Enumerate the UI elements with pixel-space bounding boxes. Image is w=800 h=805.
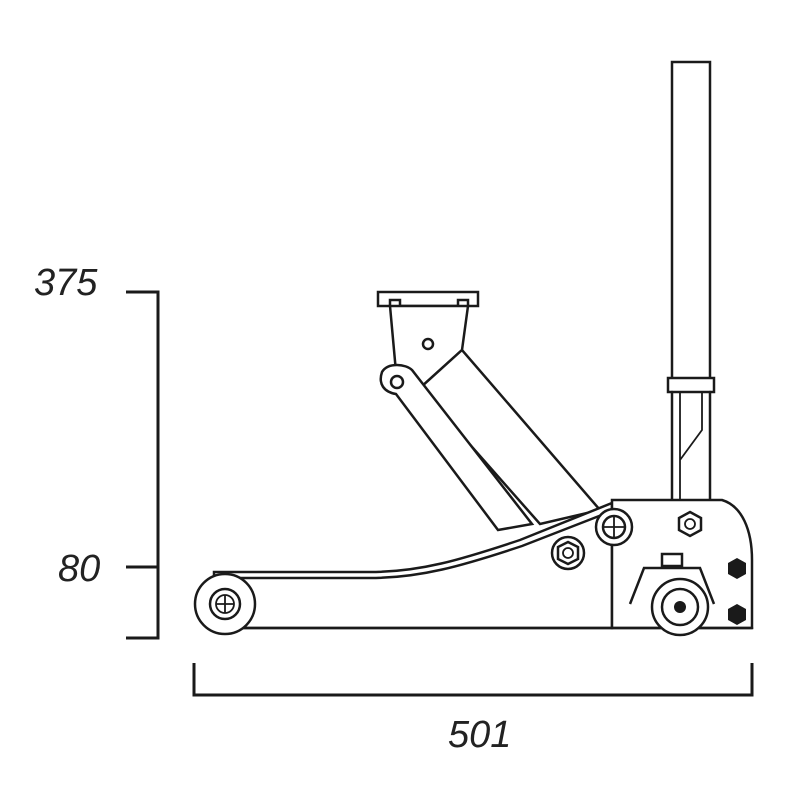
handle-tube (670, 60, 712, 386)
height-bracket-line (126, 290, 160, 640)
chassis-side-plate (212, 501, 614, 630)
min-height-label: 80 (58, 548, 101, 590)
saddle-cup (376, 290, 480, 308)
length-bracket-line (192, 663, 754, 697)
chassis-bolt-center (562, 547, 574, 559)
front-wheel-cross (216, 595, 234, 613)
pump-nut-center (684, 518, 696, 530)
lift-arm-lower (379, 363, 535, 532)
length-label: 501 (448, 714, 512, 756)
handle-socket-detail (679, 392, 703, 500)
caster-swivel-top (660, 552, 684, 568)
arm-pivot-bolt (594, 507, 634, 547)
rear-caster (628, 552, 716, 637)
max-height-label: 375 (34, 262, 98, 304)
height-dimension-bracket (126, 290, 160, 640)
chassis-bolt (550, 535, 586, 571)
handle-collar (666, 376, 716, 394)
chassis-edge-line (212, 509, 614, 580)
front-wheel (193, 572, 257, 636)
pump-nut-hex (677, 510, 703, 538)
lift-arms (379, 348, 603, 532)
handle-socket (670, 390, 712, 502)
handle (666, 60, 716, 502)
saddle-pin (421, 337, 435, 351)
caster-axle (674, 601, 686, 613)
release-nut-lower (728, 604, 746, 625)
arm-pivot-pin (389, 374, 405, 390)
pivot-bolt-cross (603, 516, 625, 538)
chassis-bolt-nut (556, 540, 580, 566)
pump-nut (677, 510, 703, 538)
release-nut-upper (728, 558, 746, 579)
